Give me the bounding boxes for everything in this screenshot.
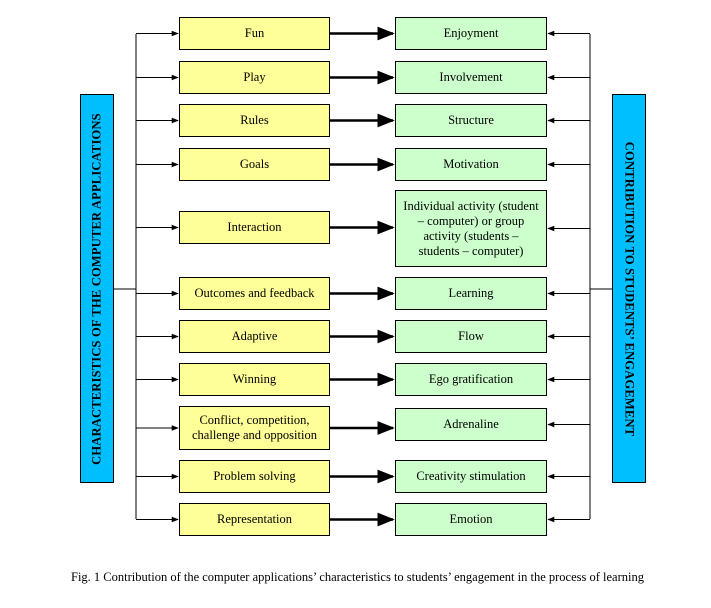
- characteristic-box: Outcomes and feedback: [179, 277, 330, 310]
- contribution-box: Adrenaline: [395, 408, 547, 441]
- contribution-box: Individual activity (student – computer)…: [395, 190, 547, 267]
- connector-lines: [113, 26, 612, 527]
- contribution-box: Involvement: [395, 61, 547, 94]
- contribution-panel: CONTRIBUTION TO STUDENTS’ ENGAGEMENT: [612, 94, 646, 483]
- figure-caption: Fig. 1 Contribution of the computer appl…: [71, 570, 644, 584]
- contribution-box: Ego gratification: [395, 363, 547, 396]
- characteristic-box: Goals: [179, 148, 330, 181]
- contribution-box: Emotion: [395, 503, 547, 536]
- characteristic-box: Fun: [179, 17, 330, 50]
- characteristic-box: Adaptive: [179, 320, 330, 353]
- contribution-box: Flow: [395, 320, 547, 353]
- characteristic-box: Representation: [179, 503, 330, 536]
- characteristics-title: CHARACTERISTICS OF THE COMPUTER APPLICAT…: [89, 112, 104, 465]
- characteristic-box: Problem solving: [179, 460, 330, 493]
- characteristics-panel: CHARACTERISTICS OF THE COMPUTER APPLICAT…: [80, 94, 114, 483]
- characteristic-box: Rules: [179, 104, 330, 137]
- engagement-diagram: CHARACTERISTICS OF THE COMPUTER APPLICAT…: [80, 17, 646, 536]
- characteristic-box: Play: [179, 61, 330, 94]
- contribution-box: Enjoyment: [395, 17, 547, 50]
- contribution-title: CONTRIBUTION TO STUDENTS’ ENGAGEMENT: [622, 141, 637, 436]
- characteristic-box: Conflict, competition, challenge and opp…: [179, 406, 330, 450]
- contribution-box: Creativity stimulation: [395, 460, 547, 493]
- contribution-box: Motivation: [395, 148, 547, 181]
- characteristic-box: Interaction: [179, 211, 330, 244]
- contribution-box: Learning: [395, 277, 547, 310]
- contribution-box: Structure: [395, 104, 547, 137]
- characteristic-box: Winning: [179, 363, 330, 396]
